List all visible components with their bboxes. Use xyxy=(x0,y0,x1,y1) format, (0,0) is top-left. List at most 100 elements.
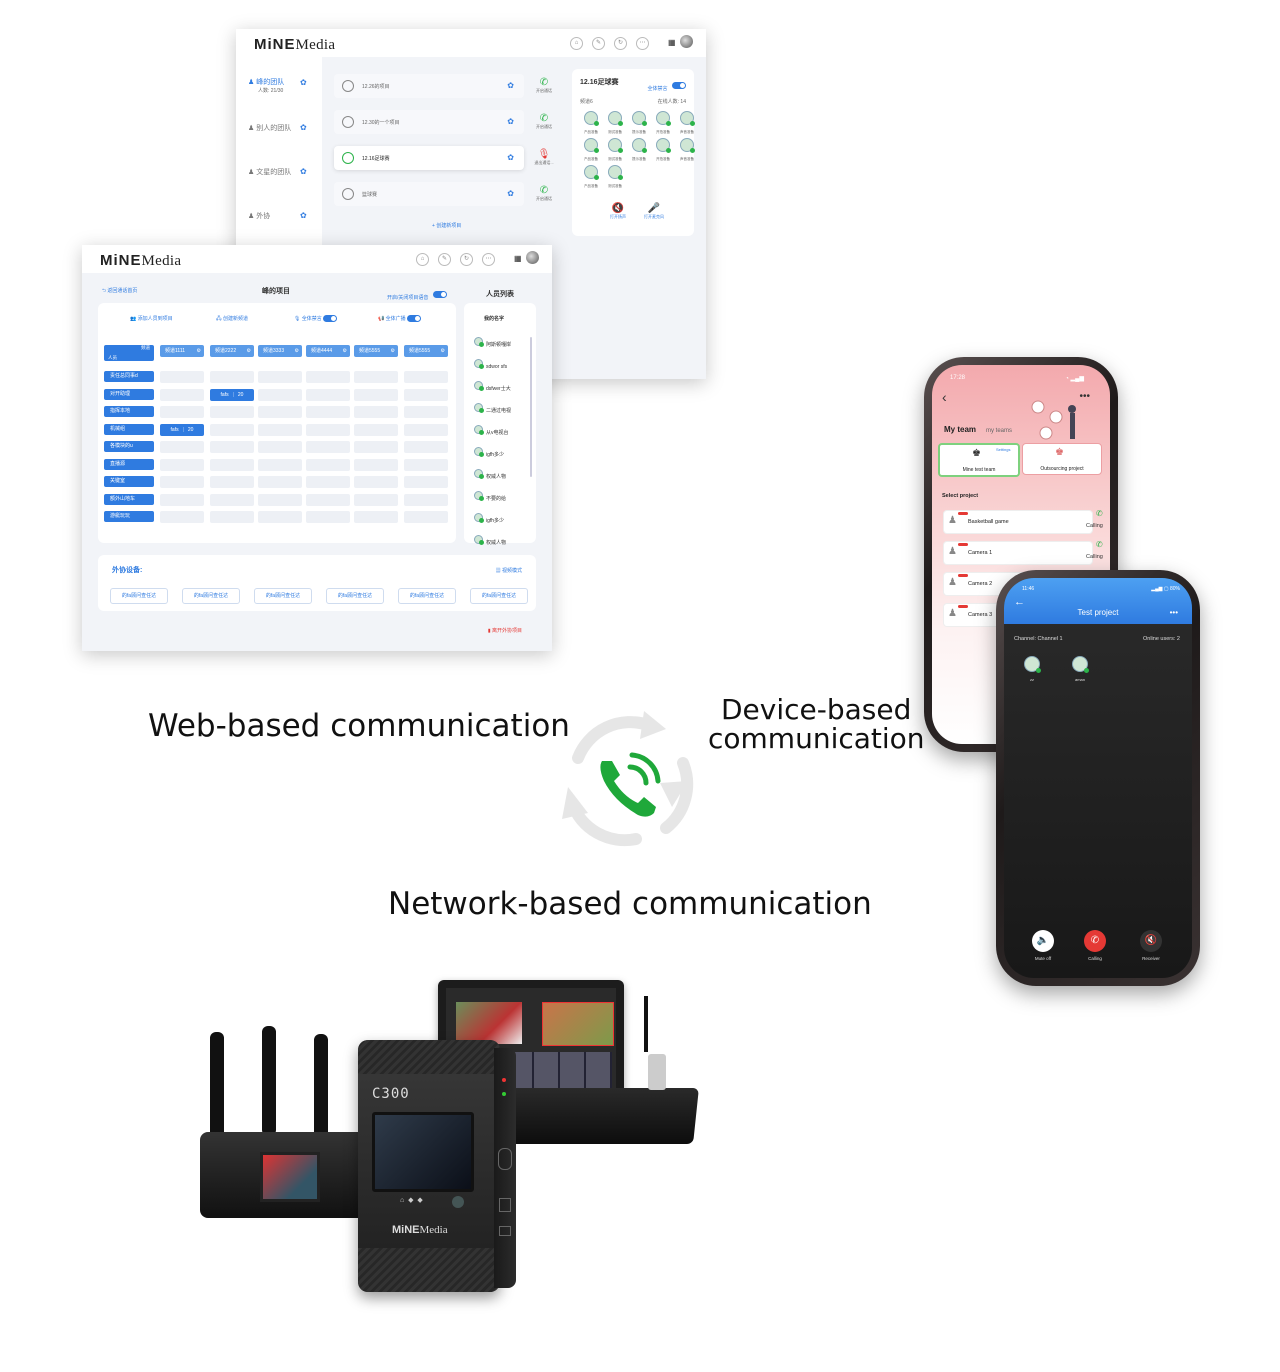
people-list-item[interactable]: 从v电视台 xyxy=(474,421,509,439)
channel-header[interactable]: 频道5555⚙ xyxy=(354,345,398,357)
team-card-outsourcing[interactable]: ♚ Outsourcing project xyxy=(1022,443,1102,475)
assignment-chip[interactable]: fafs|20 xyxy=(210,388,254,401)
grid-cell[interactable] xyxy=(160,388,204,401)
create-project-button[interactable]: + 创建新项目 xyxy=(432,223,462,229)
gear-icon[interactable]: ✿ xyxy=(507,81,514,90)
grid-cell[interactable] xyxy=(258,371,302,383)
grid-cell[interactable] xyxy=(210,458,254,471)
person-row-button[interactable]: 直播源 xyxy=(104,458,154,470)
person-row-button[interactable]: 游艇玩玩 xyxy=(104,511,154,522)
people-list-item[interactable]: 不要的给 xyxy=(474,487,506,505)
grid-cell[interactable] xyxy=(210,476,254,488)
project-list-item[interactable]: ♟Basketball game✆Calling xyxy=(944,509,1103,533)
gear-icon[interactable]: ✿ xyxy=(507,189,514,198)
call-action-3[interactable]: ✆开启通话 xyxy=(536,185,552,201)
gear-icon[interactable]: ✿ xyxy=(300,123,307,132)
grid-cell[interactable] xyxy=(160,371,204,383)
edit-icon[interactable]: ✎ xyxy=(438,253,451,266)
grid-cell[interactable] xyxy=(210,406,254,418)
grid-cell[interactable] xyxy=(160,511,204,523)
project-item-2[interactable]: 12.16足球赛 ✿ xyxy=(334,146,524,170)
refresh-icon[interactable]: ↻ xyxy=(460,253,473,266)
person-row-button[interactable]: 各模块的u xyxy=(104,441,154,452)
gear-icon[interactable]: ✿ xyxy=(300,167,307,176)
people-list-item[interactable]: sdwor sfs xyxy=(474,355,507,373)
phone-icon[interactable]: ✆ xyxy=(1096,509,1103,518)
grid-cell[interactable] xyxy=(306,388,350,401)
create-channel-button[interactable]: 🖧 创建新频道 xyxy=(216,316,248,322)
call-action-1[interactable]: ✆开启通话 xyxy=(536,113,552,129)
grid-cell[interactable] xyxy=(404,493,448,506)
member-item[interactable]: 开拍准备 xyxy=(652,138,674,162)
broadcast-button[interactable]: 📢 全体广播 xyxy=(378,315,422,323)
grid-cell[interactable] xyxy=(404,388,448,401)
person-row-button[interactable]: 关键室 xyxy=(104,476,154,487)
grid-cell[interactable] xyxy=(160,406,204,418)
project-list-item[interactable]: ♟Camera 1✆Calling xyxy=(944,540,1103,564)
home-icon[interactable]: ⌂ xyxy=(416,253,429,266)
more-icon[interactable]: ••• xyxy=(1079,391,1090,402)
member-item[interactable]: 开拍准备 xyxy=(652,111,674,135)
end-call-button[interactable]: ✆ xyxy=(1084,930,1106,952)
member-item[interactable]: 产品准备 xyxy=(580,138,602,162)
person-row-button[interactable]: 对开助理 xyxy=(104,388,154,400)
project-item-3[interactable]: 篮球赛 ✿ xyxy=(334,182,524,206)
channel-header[interactable]: 频道4444⚙ xyxy=(306,345,350,357)
people-list-item[interactable]: 权威人物 xyxy=(474,465,506,483)
mute-button[interactable]: 🔈 xyxy=(1032,930,1054,952)
my-teams-tab[interactable]: my teams xyxy=(986,428,1013,434)
team-item-2[interactable]: ♟ 文星的团队 xyxy=(248,169,292,176)
grid-cell[interactable] xyxy=(258,476,302,488)
grid-cell[interactable] xyxy=(210,423,254,436)
back-arrow-icon[interactable]: ← xyxy=(1014,596,1025,608)
grid-cell[interactable] xyxy=(210,371,254,383)
grid-cell[interactable] xyxy=(306,423,350,436)
call-user-0[interactable]: zz xyxy=(1024,656,1041,682)
home-icon[interactable]: ⌂ xyxy=(570,37,583,50)
channel-header[interactable]: 频道3333⚙ xyxy=(258,345,302,357)
gear-icon[interactable]: ✿ xyxy=(507,117,514,126)
phone-icon[interactable]: ✆ xyxy=(1096,540,1103,549)
grid-cell[interactable] xyxy=(306,371,350,383)
more-icon[interactable]: ⋯ xyxy=(482,253,495,266)
grid-cell[interactable] xyxy=(306,458,350,471)
my-team-tab[interactable]: My team xyxy=(944,425,977,434)
video-mode-button[interactable]: ▦ 视频模式 xyxy=(495,568,522,574)
gear-icon[interactable]: ✿ xyxy=(300,78,307,87)
back-link[interactable]: ⮌ 返回通话首页 xyxy=(102,288,138,294)
grid-cell[interactable] xyxy=(354,371,398,383)
gear-icon[interactable]: ✿ xyxy=(507,153,514,162)
grid-cell[interactable] xyxy=(404,423,448,436)
member-item[interactable]: 声音准备 xyxy=(676,111,698,135)
more-icon[interactable]: ••• xyxy=(1169,608,1178,617)
person-row-button[interactable]: 指挥本地 xyxy=(104,406,154,417)
team-item-0[interactable]: ♟ 峰的团队 人数: 21/30 xyxy=(248,79,285,94)
grid-cell[interactable] xyxy=(354,476,398,488)
member-item[interactable]: 测试准备 xyxy=(604,138,626,162)
channel-header[interactable]: 频道2222⚙ xyxy=(210,345,254,357)
grid-cell[interactable] xyxy=(258,493,302,506)
grid-cell[interactable] xyxy=(258,388,302,401)
grid-icon[interactable]: ▦ xyxy=(668,38,676,47)
grid-cell[interactable] xyxy=(306,493,350,506)
people-list-item[interactable]: igfh多少 xyxy=(474,443,504,461)
grid-cell[interactable] xyxy=(210,511,254,523)
people-list-item[interactable]: igfh多少 xyxy=(474,509,504,527)
external-device-button[interactable]: 的fa顾问查任达 xyxy=(326,588,384,604)
add-person-button[interactable]: 👥 添加人员到项目 xyxy=(130,316,173,322)
gear-icon[interactable]: ✿ xyxy=(300,211,307,220)
grid-cell[interactable] xyxy=(354,458,398,471)
grid-cell[interactable] xyxy=(160,441,204,453)
grid-cell[interactable] xyxy=(306,511,350,523)
people-list-item[interactable]: 二通过电视 xyxy=(474,399,511,417)
grid-cell[interactable] xyxy=(354,423,398,436)
grid-cell[interactable] xyxy=(306,406,350,418)
receiver-button[interactable]: 🔇 xyxy=(1140,930,1162,952)
grid-cell[interactable] xyxy=(354,441,398,453)
speaker-button[interactable]: 🔇 打开扬声 xyxy=(610,203,626,219)
member-item[interactable]: 声音准备 xyxy=(676,138,698,162)
all-mute-toggle[interactable]: 全体禁言 xyxy=(648,77,686,95)
member-item[interactable]: 测试准备 xyxy=(604,165,626,189)
avatar[interactable] xyxy=(526,251,539,264)
grid-cell[interactable] xyxy=(404,476,448,488)
